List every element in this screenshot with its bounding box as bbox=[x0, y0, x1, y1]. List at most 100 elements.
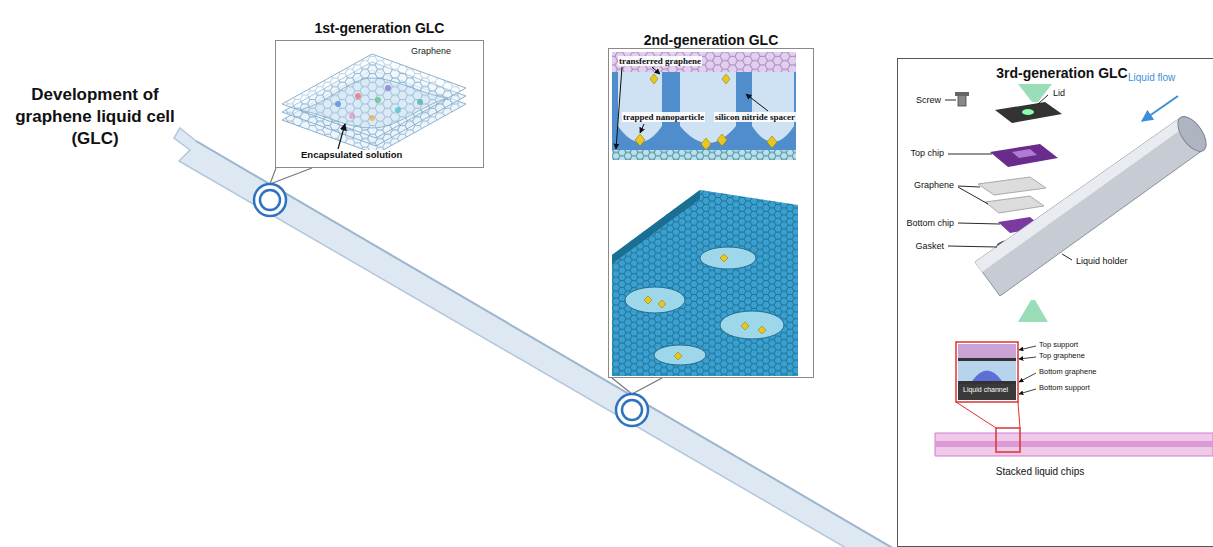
cross-section bbox=[680, 72, 736, 143]
pointer-arrow bbox=[1019, 357, 1036, 359]
timeline-marker bbox=[254, 184, 286, 216]
part-label: trapped nanoparticle bbox=[622, 112, 705, 122]
cross-section bbox=[612, 72, 796, 154]
pointer-arrow bbox=[1019, 346, 1036, 350]
part-label: Bottom support bbox=[1038, 384, 1091, 393]
holder-parts bbox=[978, 177, 1046, 195]
timeline-marker bbox=[254, 184, 648, 426]
part-label: Liquid channel bbox=[962, 386, 1009, 394]
perspective-view bbox=[612, 190, 798, 376]
nanoparticle bbox=[717, 134, 727, 146]
electron-beam bbox=[1018, 300, 1048, 322]
holder-parts bbox=[975, 118, 1186, 272]
part-label: Bottom graphene bbox=[1038, 368, 1098, 377]
perspective-view bbox=[612, 190, 798, 376]
part-label: Encapsulated solution bbox=[300, 150, 403, 161]
nanoparticle bbox=[741, 322, 749, 330]
holder-parts bbox=[995, 102, 1062, 123]
layer-inset bbox=[958, 381, 1016, 384]
perspective-view bbox=[625, 287, 685, 313]
layer-inset bbox=[958, 344, 1016, 358]
part-label: Lid bbox=[1052, 88, 1066, 98]
holder-parts bbox=[955, 92, 969, 96]
graphene-sheets bbox=[282, 54, 466, 138]
part-label: Screw bbox=[915, 95, 942, 105]
nanoparticle bbox=[635, 134, 645, 146]
holder-parts bbox=[975, 118, 1203, 296]
holder-parts bbox=[1022, 109, 1034, 115]
cross-section bbox=[612, 150, 796, 160]
pointer-arrow bbox=[1019, 373, 1036, 382]
perspective-view bbox=[612, 190, 798, 376]
perspective-view bbox=[654, 345, 706, 365]
pointer-arrow bbox=[616, 67, 622, 149]
part-label: Top chip bbox=[909, 148, 945, 158]
pointer-arrow bbox=[652, 67, 660, 74]
part-label: silicon nitride spacer bbox=[714, 112, 796, 122]
leader-line bbox=[270, 168, 662, 394]
stacked-chips bbox=[1018, 402, 1020, 428]
holder-parts bbox=[1172, 112, 1211, 156]
perspective-view bbox=[700, 247, 756, 269]
panel-ground bbox=[275, 40, 470, 168]
layer-inset bbox=[972, 371, 1002, 382]
pointer-arrow bbox=[338, 124, 345, 149]
cross-section bbox=[612, 52, 796, 160]
stacked-chips bbox=[956, 402, 996, 428]
part-label: Liquid flow bbox=[1127, 72, 1176, 84]
pointer-line bbox=[958, 187, 988, 204]
perspective-view bbox=[720, 311, 784, 339]
part-label: Gasket bbox=[914, 241, 945, 251]
timeline-marker bbox=[260, 190, 280, 210]
leader-line bbox=[612, 378, 632, 394]
nanoparticle bbox=[674, 352, 682, 360]
pointer-arrow bbox=[640, 124, 644, 133]
cross-section bbox=[618, 72, 662, 142]
part-label: Liquid holder bbox=[1075, 256, 1129, 266]
cross-section bbox=[612, 52, 796, 72]
cross-section bbox=[752, 72, 794, 142]
pointer-line bbox=[958, 186, 980, 187]
pointer-line bbox=[948, 246, 997, 247]
stacked-chips bbox=[935, 402, 1213, 456]
nanoparticle bbox=[767, 136, 777, 148]
cross-section bbox=[612, 52, 796, 72]
generation-panel: 1st-generation GLC bbox=[275, 40, 484, 168]
part-label: Bottom chip bbox=[905, 218, 955, 228]
layer-inset bbox=[958, 361, 1016, 381]
pointer-line bbox=[948, 154, 992, 155]
leader-line bbox=[632, 378, 662, 394]
nanoparticle bbox=[701, 138, 711, 150]
nanoparticle bbox=[722, 74, 730, 84]
timeline-marker bbox=[616, 394, 648, 426]
part-label: Graphene bbox=[913, 180, 955, 190]
cross-section bbox=[612, 150, 796, 160]
nanoparticle bbox=[650, 74, 658, 84]
nanoparticle bbox=[644, 254, 766, 360]
pointer-arrow bbox=[338, 124, 345, 149]
panel-heading: 2nd-generation GLC bbox=[609, 32, 813, 48]
pointer-line bbox=[1062, 254, 1072, 260]
perspective-view bbox=[612, 190, 700, 264]
pointer-line bbox=[945, 95, 1072, 260]
diagram-title: Development of graphene liquid cell (GLC… bbox=[5, 84, 185, 150]
stacked-chips bbox=[935, 433, 1213, 456]
pointer-arrow bbox=[616, 67, 768, 149]
flow-arrow bbox=[1142, 96, 1178, 121]
pointer-arrow bbox=[746, 94, 768, 111]
pointer-arrow bbox=[1019, 389, 1036, 394]
electron-beam bbox=[1018, 84, 1052, 102]
graphene-sheets bbox=[282, 54, 466, 154]
nanoparticle bbox=[720, 254, 728, 262]
graphene-sheets bbox=[282, 54, 466, 138]
flow-arrow bbox=[1142, 96, 1178, 121]
nanoparticle bbox=[658, 300, 666, 308]
timeline-marker bbox=[622, 400, 642, 420]
layer-inset bbox=[956, 342, 1018, 402]
holder-parts bbox=[955, 92, 1212, 296]
layer-inset bbox=[958, 358, 1016, 361]
generation-panel: 2nd-generation GLC bbox=[608, 48, 814, 378]
